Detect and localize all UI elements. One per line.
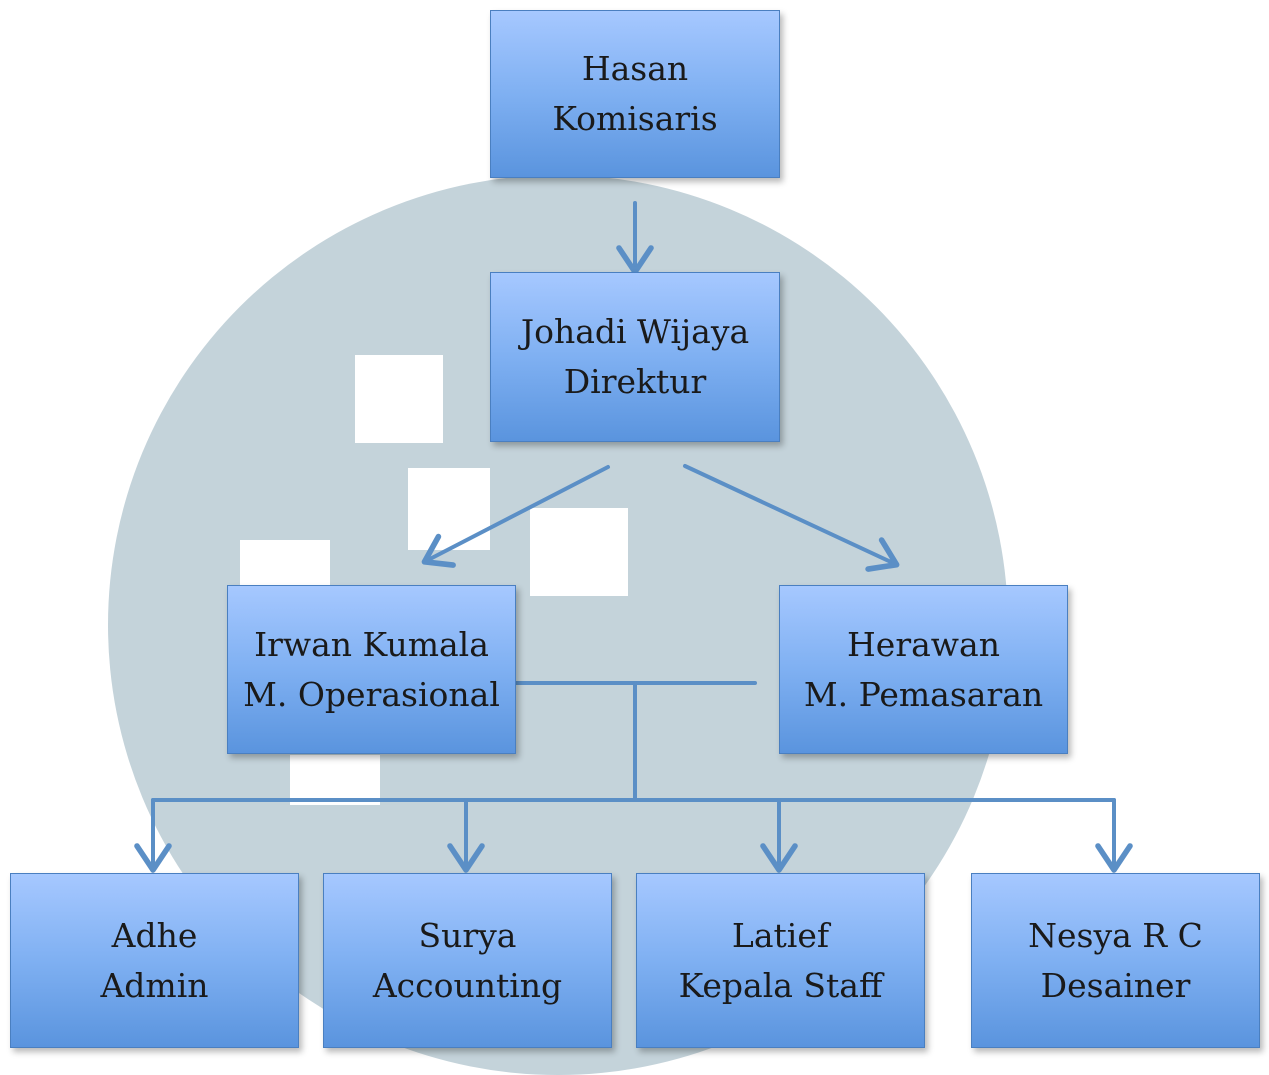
node-role: Desainer xyxy=(1040,965,1191,1005)
node-johadi: Johadi Wijaya Direktur xyxy=(490,272,780,442)
node-name: Surya xyxy=(418,915,517,955)
node-surya: Surya Accounting xyxy=(323,873,612,1048)
node-name: Irwan Kumala xyxy=(254,624,489,664)
node-latief: Latief Kepala Staff xyxy=(636,873,925,1048)
node-name: Adhe xyxy=(111,915,198,955)
node-role: Komisaris xyxy=(552,99,718,138)
node-name: Johadi Wijaya xyxy=(520,312,750,351)
node-herawan: Herawan M. Pemasaran xyxy=(779,585,1068,754)
node-hasan: Hasan Komisaris xyxy=(490,10,780,178)
node-nesya: Nesya R C Desainer xyxy=(971,873,1260,1048)
watermark-square xyxy=(530,508,628,596)
node-name: Hasan xyxy=(581,49,689,88)
node-role: Direktur xyxy=(563,362,707,401)
node-role: Accounting xyxy=(372,965,563,1005)
org-connectors xyxy=(134,201,1133,873)
node-irwan: Irwan Kumala M. Operasional xyxy=(227,585,516,754)
watermark-square xyxy=(290,755,380,805)
watermark-square xyxy=(355,355,443,443)
node-role: Kepala Staff xyxy=(678,965,883,1005)
node-role: M. Pemasaran xyxy=(803,674,1044,714)
node-name: Nesya R C xyxy=(1028,915,1203,955)
node-name: Latief xyxy=(731,915,830,955)
node-adhe: Adhe Admin xyxy=(10,873,299,1048)
connector-johadi-herawan xyxy=(683,464,900,572)
node-role: Admin xyxy=(100,965,209,1005)
node-name: Herawan xyxy=(847,624,1000,664)
connector-johadi-irwan xyxy=(421,465,610,568)
watermark-shape xyxy=(150,345,210,445)
node-role: M. Operasional xyxy=(243,674,500,714)
